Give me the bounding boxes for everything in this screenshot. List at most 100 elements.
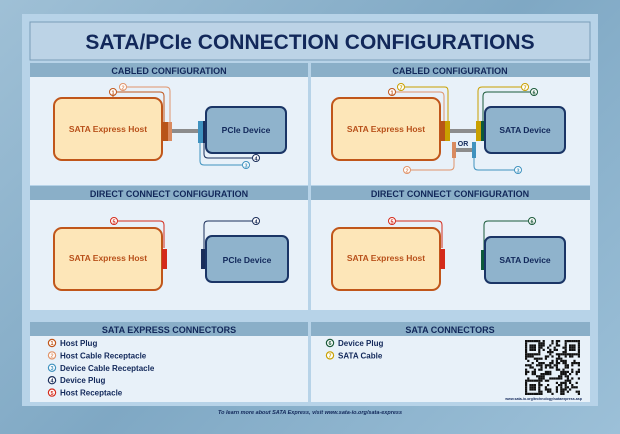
callout-7: 7 bbox=[521, 83, 529, 92]
svg-text:7: 7 bbox=[523, 86, 526, 92]
svg-text:5: 5 bbox=[112, 220, 115, 226]
callout-5: 5 bbox=[110, 217, 118, 226]
title-box bbox=[29, 21, 591, 61]
device-label: PCIe Device bbox=[222, 125, 271, 135]
direct-pcie-diagram: SATA Express Host PCIe Device 5 4 bbox=[53, 217, 289, 291]
legend-label: Device Plug bbox=[60, 376, 105, 385]
callout-6: 6 bbox=[528, 217, 536, 226]
cable bbox=[172, 129, 198, 133]
sata-cable-connector bbox=[445, 121, 450, 141]
svg-text:2: 2 bbox=[121, 86, 124, 92]
device-box bbox=[205, 106, 287, 154]
device-label: SATA Device bbox=[499, 255, 551, 265]
panel-header: DIRECT CONNECT CONFIGURATION bbox=[90, 189, 248, 199]
legend-label: Host Plug bbox=[60, 339, 97, 348]
qr-url: www.sata-io.org/technology/sataexpress.a… bbox=[504, 397, 583, 401]
svg-text:5: 5 bbox=[50, 391, 53, 397]
cabled-sata-diagram: SATA Express Host SATA Device OR 1 7 7 6… bbox=[331, 83, 566, 175]
callout-icon bbox=[325, 338, 335, 348]
legend-item: 1 Host Plug bbox=[47, 338, 97, 348]
svg-text:5: 5 bbox=[390, 220, 393, 226]
host-label: SATA Express Host bbox=[347, 253, 425, 263]
svg-text:7: 7 bbox=[399, 86, 402, 92]
legend-item: 5 Host Receptacle bbox=[47, 388, 123, 398]
host-label: SATA Express Host bbox=[69, 253, 147, 263]
svg-text:2: 2 bbox=[50, 354, 53, 360]
panel-header: DIRECT CONNECT CONFIGURATION bbox=[371, 189, 529, 199]
legend-item: 7 SATA Cable bbox=[325, 351, 383, 360]
callout-icon bbox=[325, 351, 335, 360]
callout-1: 1 bbox=[388, 88, 396, 97]
qr-code bbox=[525, 340, 580, 395]
host-receptacle bbox=[440, 249, 445, 269]
callout-7: 7 bbox=[397, 83, 405, 92]
legend-header: SATA EXPRESS CONNECTORS bbox=[102, 325, 236, 335]
legend-label: SATA Cable bbox=[338, 351, 383, 360]
svg-text:3: 3 bbox=[244, 164, 247, 170]
device-label: PCIe Device bbox=[223, 255, 272, 265]
callout-3: 3 bbox=[514, 166, 522, 175]
svg-text:3: 3 bbox=[516, 169, 519, 175]
legend-label: Host Receptacle bbox=[60, 389, 123, 398]
legend-item: 3 Device Cable Receptacle bbox=[47, 363, 155, 373]
legend-item: 4 Device Plug bbox=[47, 376, 105, 385]
svg-text:6: 6 bbox=[532, 91, 535, 97]
or-label: OR bbox=[458, 141, 469, 148]
callout-2: 2 bbox=[119, 83, 127, 92]
sata-cable-connector bbox=[476, 121, 481, 141]
svg-text:1: 1 bbox=[390, 91, 393, 97]
svg-text:7: 7 bbox=[328, 354, 331, 360]
host-label: SATA Express Host bbox=[69, 124, 147, 134]
cabled-pcie-diagram: SATA Express Host PCIe Device 1 2 4 3 bbox=[53, 83, 287, 170]
callout-icon bbox=[47, 388, 57, 397]
legend-item: 2 Host Cable Receptacle bbox=[47, 351, 147, 360]
svg-text:3: 3 bbox=[50, 366, 53, 372]
device-cable-receptacle bbox=[198, 121, 203, 143]
legend-item: 6 Device Plug bbox=[325, 338, 383, 348]
callout-4: 4 bbox=[252, 217, 260, 226]
callout-4: 4 bbox=[252, 154, 260, 163]
svg-text:4: 4 bbox=[254, 157, 258, 163]
callout-1: 1 bbox=[109, 88, 117, 97]
legend-header: SATA CONNECTORS bbox=[405, 325, 494, 335]
callout-icon bbox=[47, 376, 57, 385]
host-plug bbox=[440, 121, 445, 141]
svg-text:1: 1 bbox=[50, 341, 53, 347]
svg-text:4: 4 bbox=[50, 378, 54, 384]
legend-label: Device Cable Receptacle bbox=[60, 364, 155, 373]
device-cable-receptacle bbox=[472, 142, 476, 158]
callout-icon bbox=[47, 351, 57, 360]
callout-6: 6 bbox=[530, 88, 538, 97]
host-label: SATA Express Host bbox=[347, 124, 425, 134]
device-box bbox=[205, 235, 289, 283]
host-plug bbox=[162, 122, 168, 141]
page-title: SATA/PCIe CONNECTION CONFIGURATIONS bbox=[85, 31, 534, 54]
direct-sata-diagram: SATA Express Host SATA Device 5 6 bbox=[331, 217, 566, 291]
host-cable-receptacle bbox=[168, 122, 172, 141]
device-label: SATA Device bbox=[499, 125, 551, 135]
footer-text: To learn more about SATA Express, visit … bbox=[218, 410, 402, 416]
host-receptacle bbox=[162, 249, 167, 269]
svg-text:2: 2 bbox=[405, 169, 408, 175]
device-box bbox=[484, 106, 566, 154]
panel-header: CABLED CONFIGURATION bbox=[111, 66, 226, 76]
svg-text:6: 6 bbox=[530, 220, 533, 226]
device-box bbox=[484, 236, 566, 284]
legend-label: Device Plug bbox=[338, 339, 383, 348]
callout-3: 3 bbox=[242, 161, 250, 170]
callout-5: 5 bbox=[388, 217, 396, 226]
sata-device-plug bbox=[481, 121, 486, 141]
device-plug bbox=[201, 249, 206, 269]
legend-label: Host Cable Receptacle bbox=[60, 351, 147, 360]
sata-device-plug bbox=[481, 250, 486, 270]
sata-cable bbox=[450, 129, 476, 133]
panel-header: CABLED CONFIGURATION bbox=[392, 66, 507, 76]
svg-text:6: 6 bbox=[328, 341, 331, 347]
callout-2: 2 bbox=[403, 166, 411, 175]
svg-text:1: 1 bbox=[111, 91, 114, 97]
svg-text:4: 4 bbox=[254, 220, 258, 226]
callout-icon bbox=[47, 338, 57, 348]
